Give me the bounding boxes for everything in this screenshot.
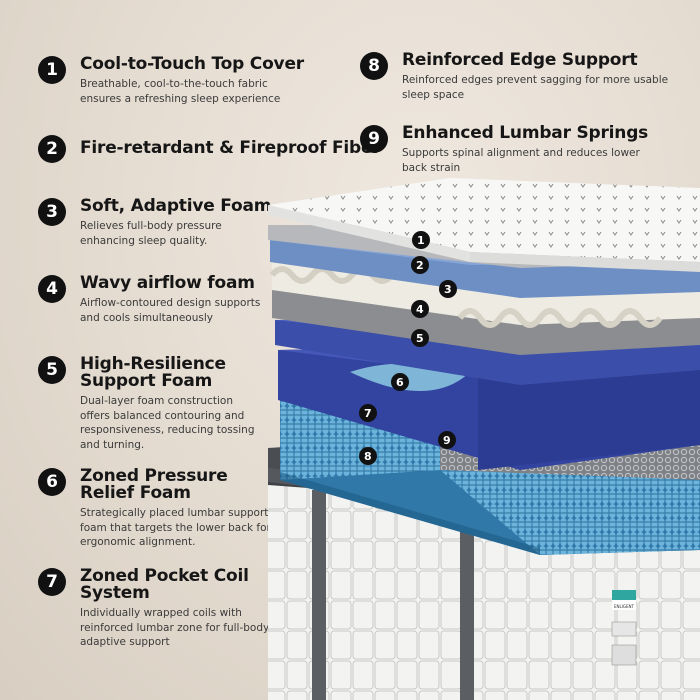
feature-8: 8 Reinforced Edge Support Reinforced edg… (360, 52, 668, 102)
feature-description: Dual-layer foam construction offers bala… (80, 395, 255, 451)
feature-description: Strategically placed lumbar support foam… (80, 507, 271, 548)
number-badge: 3 (38, 198, 66, 226)
feature-title: Zoned Pocket Coil System (80, 566, 249, 603)
feature-9: 9 Enhanced Lumbar Springs Supports spina… (360, 125, 648, 175)
feature-title: Reinforced Edge Support (402, 50, 638, 70)
number-badge: 4 (38, 275, 66, 303)
feature-title: Zoned Pressure Relief Foam (80, 466, 228, 503)
marker-3: 3 (444, 283, 452, 296)
feature-6: 6 Zoned Pressure Relief Foam Strategical… (38, 468, 271, 550)
feature-1: 1 Cool-to-Touch Top Cover Breathable, co… (38, 56, 304, 106)
feature-title: High-Resilience Support Foam (80, 354, 226, 391)
feature-title: Enhanced Lumbar Springs (402, 123, 649, 143)
number-badge: 5 (38, 356, 66, 384)
number-badge: 6 (38, 468, 66, 496)
feature-description: Relieves full-body pressure enhancing sl… (80, 220, 222, 247)
marker-9: 9 (443, 434, 451, 447)
marker-7: 7 (364, 407, 372, 420)
marker-1: 1 (417, 234, 425, 247)
marker-4: 4 (416, 303, 424, 316)
number-badge: 8 (360, 52, 388, 80)
brand-tag: ENLIGENT (611, 590, 637, 666)
feature-description: Reinforced edges prevent sagging for mor… (402, 74, 669, 101)
feature-description: Supports spinal alignment and reduces lo… (402, 147, 640, 174)
marker-8: 8 (364, 450, 372, 463)
feature-4: 4 Wavy airflow foam Airflow-contoured de… (38, 275, 260, 325)
number-badge: 2 (38, 135, 66, 163)
feature-5: 5 High-Resilience Support Foam Dual-laye… (38, 356, 255, 452)
feature-title: Cool-to-Touch Top Cover (80, 54, 304, 74)
marker-6: 6 (396, 376, 404, 389)
number-badge: 7 (38, 568, 66, 596)
feature-title: Soft, Adaptive Foam (80, 196, 272, 216)
number-badge: 1 (38, 56, 66, 84)
feature-description: Individually wrapped coils with reinforc… (80, 607, 270, 648)
brand-tag-text: ENLIGENT (614, 604, 635, 609)
feature-description: Breathable, cool-to-the-touch fabric ens… (80, 78, 281, 105)
feature-title: Wavy airflow foam (80, 273, 255, 293)
feature-description: Airflow-contoured design supports and co… (80, 297, 261, 324)
feature-3: 3 Soft, Adaptive Foam Relieves full-body… (38, 198, 271, 248)
marker-5: 5 (416, 332, 424, 345)
number-badge: 9 (360, 125, 388, 153)
diagram-markers: 1 2 3 4 5 6 7 8 9 (359, 231, 457, 465)
marker-2: 2 (416, 259, 424, 272)
feature-7: 7 Zoned Pocket Coil System Individually … (38, 568, 269, 650)
